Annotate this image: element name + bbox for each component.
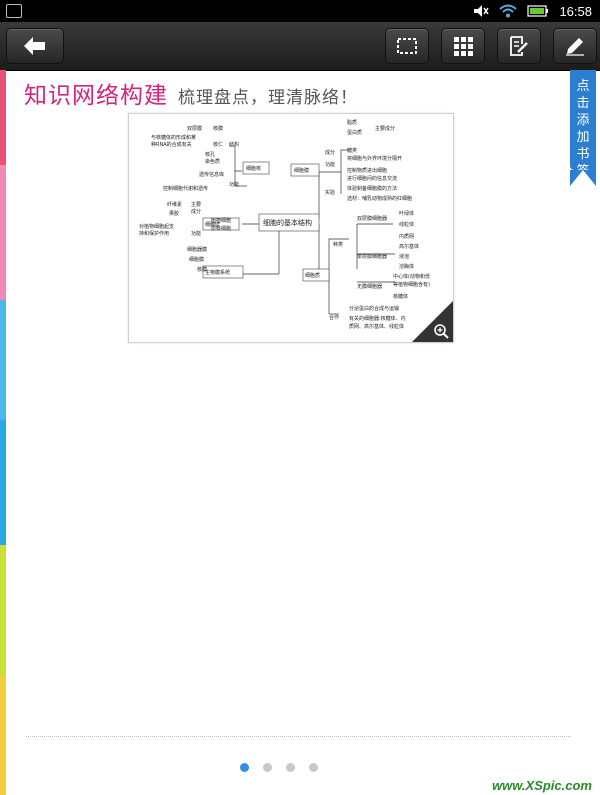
page-indicator [240,763,318,772]
strip-segment [0,675,6,795]
mind-map-diagram[interactable]: 细胞的基本结构 细胞核 细胞膜 细胞壁 生物膜系统 细胞质 双层膜 核膜 与核糖… [128,113,454,343]
back-arrow-icon [24,37,45,55]
watermark: www.XSpic.com [492,778,592,793]
node: 无膜细胞器 [357,283,382,290]
node: 内质网 [399,233,414,240]
node: 双层膜 [187,125,202,132]
node: 核膜 [213,125,223,132]
pen-button[interactable] [553,28,597,64]
node: 染色质 [205,158,220,165]
wifi-icon [499,4,518,18]
branch-membrane: 细胞膜 [294,167,309,174]
strip-segment [0,165,6,300]
pen-icon [566,38,584,56]
app-notification-icon [6,4,22,18]
node: 纤维素 [167,201,182,208]
battery-icon [527,5,549,17]
strip-segment [0,300,6,420]
strip-segment [0,545,6,675]
node: 实验 [325,189,335,196]
grid-button[interactable] [441,28,485,64]
node: 细胞膜 [189,256,204,263]
node: 等植物细胞含有) [393,281,430,288]
node: 细胞器膜 [187,246,207,253]
page-dot[interactable] [240,763,249,772]
node: 种类 [333,241,343,248]
node: 成分 [191,208,201,215]
node: 核糖体 [393,293,408,300]
node: 果胶 [169,210,179,217]
node: 控制细胞代谢和遗传 [163,185,208,192]
node: 体验制备细胞膜的方法 [347,185,397,192]
notes-edit-icon [510,36,528,56]
node: 液泡 [399,253,409,260]
node: 持和保护作用 [139,230,169,237]
selection-frame-icon [397,38,417,54]
node: 结构 [229,141,239,148]
node: 高尔基体 [399,243,419,250]
node: 主要 [191,201,201,208]
page-subtitle: 梳理盘点，理清脉络！ [178,88,358,108]
node: 糖类 [347,147,357,154]
central-node: 细胞的基本结构 [263,218,312,227]
branch-biomembrane: 生物膜系统 [205,269,230,276]
page-title: 知识网络构建 [24,83,168,109]
strip-segment [0,70,6,165]
node: 成分 [325,149,335,156]
node: 核仁 [213,141,223,148]
notes-button[interactable] [497,28,541,64]
node: 进行细胞间的信息交流 [347,175,397,182]
page-heading: 知识网络构建 梳理盘点，理清脉络！ [24,76,358,109]
node: 与核糖体的形成和某 [151,134,196,141]
mute-icon [474,5,490,17]
branch-cell-wall: 细胞壁 [205,221,220,228]
node: 分泌蛋白的合成与运输 [349,305,399,312]
node: 蛋白质 [347,129,362,136]
node: 叶绿体 [399,210,414,217]
node: 功能 [229,181,239,188]
node: 控制物质进出细胞 [347,167,387,174]
strip-segment [0,420,6,545]
node: 中心体(动物和低 [393,273,430,280]
node: 核孔 [205,151,215,158]
branch-cytoplasm: 细胞质 [305,272,320,279]
node: 单层膜细胞器 [357,253,387,260]
bookmark-label: 点击添加书签 [576,79,590,179]
page-dot[interactable] [309,763,318,772]
node: 种RNA的合成有关 [151,141,192,148]
node: 有关的细胞器:核糖体、内 [349,315,406,322]
node: 功能 [191,230,201,237]
back-button[interactable] [6,28,64,64]
node: 将细胞与外界环境分隔开 [347,155,402,162]
footer-divider [26,736,571,737]
node: 合作 [329,314,339,321]
node: 选材：哺乳动物成熟的红细胞 [347,195,412,202]
clock: 16:58 [559,3,592,19]
magnifier-icon [434,324,446,336]
zoom-in-button[interactable] [412,301,453,342]
node: 脂质 [347,119,357,126]
node: 溶酶体 [399,263,414,270]
page-dot[interactable] [263,763,272,772]
node: 功能 [325,161,335,168]
add-bookmark-tab[interactable]: 点击添加书签 [570,70,596,186]
page-dot[interactable] [286,763,295,772]
node: 原核细胞 [211,225,231,232]
node: 核膜 [197,266,207,273]
status-bar: 16:58 [0,0,600,22]
status-icons: 16:58 [473,2,592,20]
section-color-strip [0,70,6,795]
branch-nucleus: 细胞核 [246,165,261,172]
node: 遗传信息库 [199,171,224,178]
selection-button[interactable] [385,28,429,64]
node: 双层膜细胞器 [357,215,387,222]
grid-icon [454,37,473,56]
node: 主要成分 [375,125,395,132]
node: 植物细胞 [211,217,231,224]
node: 质网、高尔基体、线粒体 [349,323,404,330]
toolbar [0,22,600,71]
node: 对植物细胞起支 [139,223,174,230]
node: 线粒体 [399,221,414,228]
